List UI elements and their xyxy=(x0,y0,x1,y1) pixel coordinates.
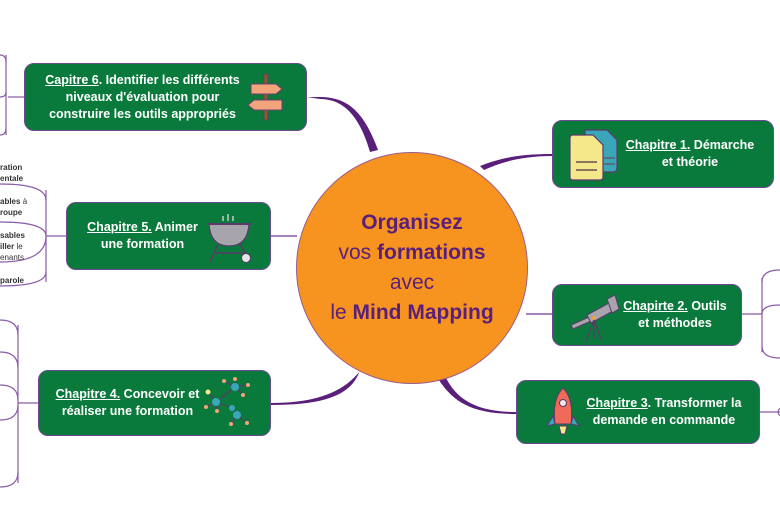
chapter-6-label: Capitre 6. Identifier les différents niv… xyxy=(39,72,246,123)
chapter-2-link[interactable]: Chapirte 2. xyxy=(623,299,688,313)
telescope-icon xyxy=(569,289,619,341)
chapter-4-link[interactable]: Chapitre 4. xyxy=(55,387,121,401)
signpost-icon xyxy=(246,72,286,122)
chapter-5-link[interactable]: Chapitre 5. xyxy=(87,220,152,234)
chapter-3-title-part: demande en commande xyxy=(592,413,736,427)
chapter-2-node[interactable]: Chapirte 2. Outils et méthodes xyxy=(552,284,742,346)
chapter-2-title-part: Outils xyxy=(687,299,727,313)
chapter-3-node[interactable]: Chapitre 3. Transformer la demande en co… xyxy=(516,380,760,444)
chapter-1-label: Chapitre 1. Démarche et théorie xyxy=(619,137,761,171)
barbecue-grill-icon xyxy=(204,208,254,264)
branch-chapter-4 xyxy=(271,362,366,405)
chapter-1-title-part: Démarche xyxy=(690,138,755,152)
branch-chapter-1 xyxy=(480,154,552,170)
chapter-5-title-part: une formation xyxy=(100,237,185,251)
chapter-2-title-part: et méthodes xyxy=(638,316,712,330)
chapter-6-title-part: . Identifier les différents xyxy=(98,72,240,87)
chapter-3-label: Chapitre 3. Transformer la demande en co… xyxy=(581,395,747,429)
chapter-1-link[interactable]: Chapitre 1. xyxy=(625,138,691,152)
central-line-1: Organisez xyxy=(361,211,463,234)
central-line-3: avec xyxy=(389,271,435,294)
chapter-6-title-part: construire les outils appropriés xyxy=(49,106,236,121)
subtopic-fragment[interactable]: parole xyxy=(0,276,25,285)
chapter-5-node[interactable]: Chapitre 5. Animer une formation xyxy=(66,202,271,270)
chapter-5-title-part: Animer xyxy=(151,220,198,234)
chapter-6-node[interactable]: Capitre 6. Identifier les différents niv… xyxy=(24,63,307,131)
chapter-6-link[interactable]: Capitre 6 xyxy=(45,72,99,87)
chapter-4-title-part: Concevoir et xyxy=(120,387,200,401)
central-line-2: vos formations xyxy=(338,241,486,264)
chapter-4-title-part: réaliser une formation xyxy=(61,404,194,418)
chapter-1-title-part: et théorie xyxy=(661,155,719,169)
chapter-1-node[interactable]: Chapitre 1. Démarche et théorie xyxy=(552,120,774,188)
chapter-5-label: Chapitre 5. Animer une formation xyxy=(81,219,204,253)
chapter-4-label: Chapitre 4. Concevoir et réaliser une fo… xyxy=(53,386,202,420)
chapter-6-title-part: niveaux d'évaluation pour xyxy=(65,89,220,104)
chapter-3-title-part: . Transformer la xyxy=(647,396,742,410)
chapter-2-label: Chapirte 2. Outils et méthodes xyxy=(619,298,731,332)
rocket-icon xyxy=(545,386,581,438)
documents-icon xyxy=(567,126,619,182)
chapter-3-link[interactable]: Chapitre 3 xyxy=(586,396,648,410)
central-topic[interactable]: Organisez vos formations avec le Mind Ma… xyxy=(296,152,528,384)
branch-chapter-6 xyxy=(307,97,378,152)
chapter-4-node[interactable]: Chapitre 4. Concevoir et réaliser une fo… xyxy=(38,370,271,436)
sub-branches xyxy=(0,54,780,488)
network-icon xyxy=(202,376,252,430)
central-line-4: le Mind Mapping xyxy=(330,301,494,324)
